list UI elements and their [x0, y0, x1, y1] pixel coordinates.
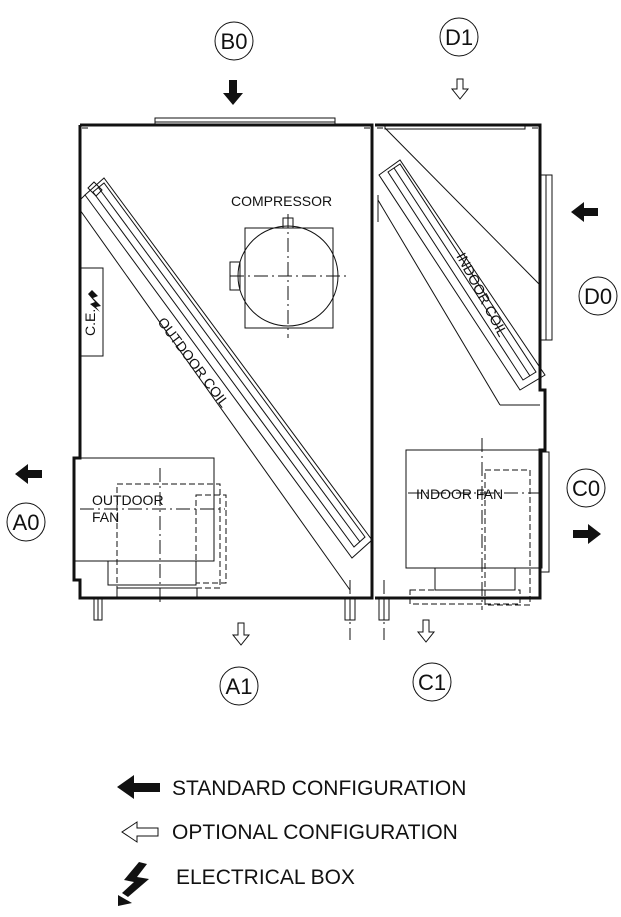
legend-electrical: ELECTRICAL BOX: [118, 862, 355, 906]
indoor-fan-label: INDOOR FAN: [416, 486, 503, 502]
electrical-box-bolt-icon: [88, 290, 101, 312]
electrical-box: C.E.: [79, 267, 104, 357]
b0-arrow-down-icon: [223, 80, 243, 105]
callout-a1: A1: [219, 666, 259, 706]
outline-arrow-left-icon: [121, 821, 159, 843]
svg-text:A1: A1: [226, 674, 253, 699]
svg-text:B0: B0: [221, 29, 248, 54]
legend-standard-text: STANDARD CONFIGURATION: [172, 777, 466, 800]
a1-arrow-down-icon: [231, 622, 251, 646]
svg-text:D1: D1: [445, 25, 473, 50]
drain-fittings: [344, 580, 390, 640]
svg-text:D0: D0: [584, 284, 612, 309]
callout-c0: C0: [566, 468, 606, 508]
legend-optional: OPTIONAL CONFIGURATION: [121, 821, 458, 844]
legend-electrical-text: ELECTRICAL BOX: [176, 866, 355, 889]
legend-standard: STANDARD CONFIGURATION: [117, 775, 466, 800]
indoor-coil-label: INDOOR COIL: [453, 250, 511, 339]
a0-arrow-left-icon: [15, 464, 42, 484]
c0-arrow-right-icon: [573, 524, 601, 544]
svg-text:A0: A0: [13, 510, 40, 535]
callout-a0: A0: [6, 502, 46, 542]
airflow-arrows-standard: [15, 80, 601, 544]
outdoor-fan-label-line2: FAN: [92, 509, 119, 525]
indoor-fan: INDOOR FAN: [405, 438, 543, 610]
compressor-label: COMPRESSOR: [231, 193, 332, 209]
cabinet-outline: [72, 117, 553, 600]
outdoor-fan-label-line1: OUTDOOR: [92, 492, 164, 508]
electrical-box-abbrev: C.E.: [82, 309, 98, 336]
legend: STANDARD CONFIGURATION OPTIONAL CONFIGUR…: [117, 775, 466, 906]
compressor: COMPRESSOR: [229, 193, 350, 338]
airflow-arrows-optional: [231, 78, 470, 646]
callout-d0: D0: [578, 276, 618, 316]
svg-text:C1: C1: [418, 670, 446, 695]
legend-optional-text: OPTIONAL CONFIGURATION: [172, 821, 458, 844]
svg-text:C0: C0: [572, 476, 600, 501]
d0-arrow-left-icon: [571, 202, 598, 222]
callout-d1: D1: [439, 17, 479, 57]
indoor-coil: INDOOR COIL: [377, 127, 546, 406]
callout-c1: C1: [412, 662, 452, 702]
c1-arrow-down-icon: [416, 619, 436, 643]
lightning-bolt-icon: [118, 862, 149, 906]
d1-arrow-down-icon: [450, 78, 470, 100]
callout-b0: B0: [214, 21, 254, 61]
outdoor-fan: OUTDOOR FAN: [73, 457, 227, 621]
solid-arrow-left-icon: [117, 775, 160, 799]
